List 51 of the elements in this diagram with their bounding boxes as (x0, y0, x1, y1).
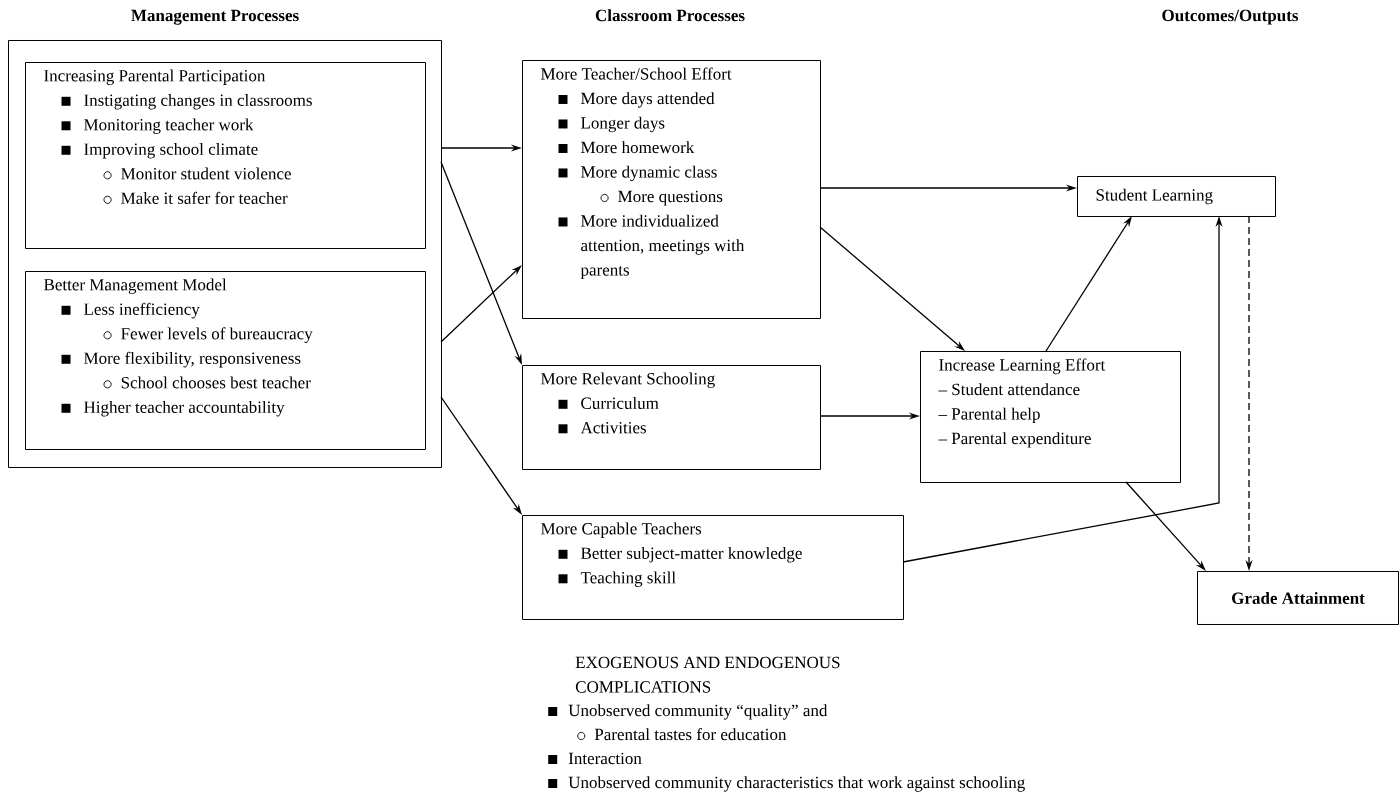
bullet-item: More days attended (558, 92, 715, 108)
bullet-item: More dynamic class (558, 165, 717, 182)
bullet-item: Less inefficiency (61, 302, 200, 319)
box-heading: Better Management Model (44, 278, 227, 294)
list-item: – Student attendance (938, 383, 1080, 396)
box-heading: Increasing Parental Participation (44, 69, 266, 85)
bullet-item: Better subject-matter knowledge (558, 547, 802, 563)
process-box (522, 365, 821, 470)
box-heading: Increase Learning Effort (939, 358, 1106, 375)
bullet-item: Teaching skill (558, 571, 676, 587)
bullet-item: Unobserved community “quality” and (548, 704, 828, 720)
bullet-item: Higher teacher accountability (61, 401, 285, 417)
column-heading: Management Processes (131, 9, 299, 25)
bullet-item: School chooses best teacher (103, 376, 311, 389)
bullet-item: Interaction (548, 752, 642, 765)
bullet-item: More flexibility, responsiveness (61, 351, 301, 368)
bullet-item: Monitoring teacher work (61, 118, 254, 134)
process-box (522, 515, 904, 620)
bullet-item: Instigating changes in classrooms (61, 94, 312, 110)
bullet-item: Improving school climate (61, 143, 258, 159)
bullet-item: More questions (600, 190, 723, 206)
process-box (25, 271, 426, 450)
process-box (522, 60, 821, 319)
column-heading: Classroom Processes (595, 9, 745, 22)
bullet-item: Parental tastes for education (577, 728, 787, 741)
outcome-box (1077, 176, 1276, 217)
process-box (920, 351, 1181, 483)
bullet-item: More individualized attention, meetings with parents (558, 214, 745, 280)
arrow (819, 226, 965, 351)
bullet-item: Curriculum (558, 397, 659, 409)
process-box (25, 62, 426, 249)
box-heading: Student Learning (1096, 188, 1213, 205)
section-heading: EXOGENOUS AND ENDOGENOUS COMPLICATIONS (575, 656, 840, 693)
list-item: – Parental help (938, 407, 1040, 424)
box-heading: More Teacher/School Effort (541, 67, 732, 80)
box-heading: More Capable Teachers (541, 522, 702, 538)
bullet-item: Make it safer for teacher (103, 191, 288, 204)
group-box (8, 40, 442, 468)
bullet-item: Activities (558, 422, 646, 434)
list-item: – Parental expenditure (938, 432, 1091, 448)
bullet-item: More homework (558, 141, 695, 154)
bullet-item: Monitor student violence (103, 167, 291, 180)
bullet-item: Unobserved community characteristics that work against schooling (548, 776, 1025, 792)
outcome-box (1197, 571, 1399, 625)
arrow (440, 265, 522, 343)
box-heading: More Relevant Schooling (541, 372, 715, 388)
column-heading: Outcomes/Outputs (1162, 9, 1299, 25)
bullet-item: Longer days (558, 116, 665, 133)
arrow (1125, 481, 1206, 571)
box-heading: Grade Attainment (1232, 592, 1365, 604)
bullet-item: Fewer levels of bureaucracy (103, 327, 313, 343)
